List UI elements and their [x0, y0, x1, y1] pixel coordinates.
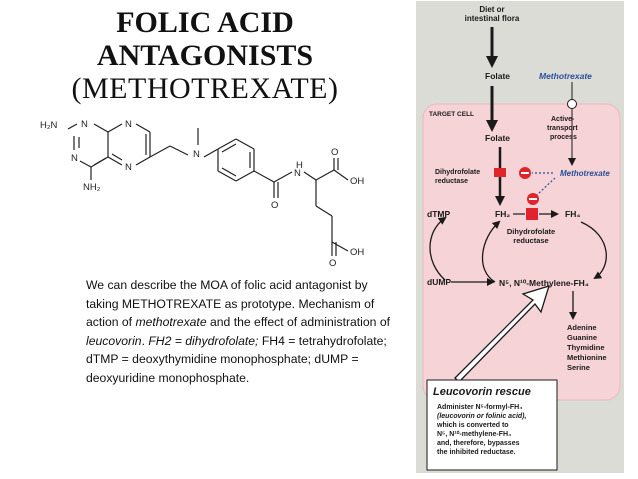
methotrexate-cell-label: Methotrexate [560, 169, 610, 178]
atom-n1: N [81, 119, 88, 130]
dtmp-label: dTMP [427, 209, 450, 219]
atom-h2n: H₂N [40, 120, 58, 131]
desc-part-3: and the effect of administration of [206, 315, 390, 330]
dhfr2-line2: reductase [513, 236, 548, 245]
fh4-to-methylene-arc [580, 221, 607, 280]
transport-carrier-icon [567, 99, 577, 109]
structure-bonds [67, 123, 349, 256]
atom-oh-1: OH [350, 176, 364, 187]
product-thymidine: Thymidine [567, 343, 605, 352]
description-paragraph: We can describe the MOA of folic acid an… [86, 276, 398, 388]
inhibit-dashed-line-2 [536, 177, 556, 196]
atom-oh-2: OH [350, 247, 364, 258]
target-cell-label: TARGET CELL [429, 111, 474, 118]
fh4-label: FH₄ [565, 209, 580, 219]
atom-n3: N [125, 119, 132, 130]
product-serine: Serine [567, 363, 590, 372]
dhfr2-line1: Dihydrofolate [507, 227, 555, 236]
rescue-line-6: the inhibited reductase. [437, 449, 516, 456]
methotrexate-top-label: Methotrexate [539, 71, 592, 81]
atom-nh-n: N [294, 168, 301, 179]
rescue-line-5: and, therefore, bypasses [437, 440, 520, 447]
minus-sign-1 [521, 172, 529, 174]
atom-nh-h: H [296, 160, 303, 171]
dhfr1-line2: reductase [435, 178, 468, 185]
dump-to-dtmp-arc [429, 216, 447, 281]
methotrexate-structure: H₂N N N N N NH₂ N O H N O OH OH O [40, 119, 364, 269]
title-line-1: FOLIC ACID [116, 6, 294, 39]
rescue-line-1: Administer N⁵-formyl-FH₄ [437, 404, 523, 411]
slide-title: FOLIC ACID ANTAGONISTS (METHOTREXATE) [0, 6, 410, 105]
atom-nh2: NH₂ [83, 182, 101, 193]
desc-part-5: . [141, 333, 149, 348]
dhfr1-line1: Dihydrofolate [435, 169, 480, 176]
desc-part-7: FH4 = tetrahydrofolate; dTMP = deoxythym… [86, 333, 387, 385]
methylene-fh4-label: N⁵, N¹⁰-Methylene-FH₄ [499, 278, 589, 288]
rescue-arrow-icon [454, 285, 550, 383]
title-line-3: (METHOTREXATE) [71, 72, 339, 105]
minus-sign-2 [529, 198, 537, 200]
atom-o-amide: O [271, 200, 278, 211]
arrowhead-fh2 [495, 196, 505, 206]
folate-cell-label: Folate [485, 133, 510, 143]
atom-o-acid-1: O [331, 147, 338, 158]
diet-label-line1: Diet or [479, 5, 504, 14]
atom-o-acid-2: O [329, 258, 336, 269]
inhibit-block-1 [494, 168, 506, 177]
rescue-line-3: which is converted to [436, 422, 509, 429]
product-adenine: Adenine [567, 323, 597, 332]
rescue-line-4: N⁵, N¹⁰-methylene-FH₄ [437, 430, 511, 438]
desc-leucovorin: leucovorin [86, 333, 142, 348]
product-methionine: Methionine [567, 353, 607, 362]
arrowhead-folate [486, 120, 498, 132]
desc-methotrexate: methotrexate [135, 315, 207, 330]
fh2-label: FH₂ [495, 209, 510, 219]
active-transport-line1: Active- [551, 116, 575, 123]
atom-n-amine: N [193, 149, 200, 160]
diet-label-line2: intestinal flora [465, 14, 520, 23]
folate-top-label: Folate [485, 71, 510, 81]
mechanism-diagram: Diet or intestinal flora Folate Methotre… [416, 1, 624, 473]
dump-label: dUMP [427, 277, 451, 287]
atom-n2: N [71, 153, 78, 164]
title-line-2: ANTAGONISTS [96, 39, 314, 72]
desc-fh2: FH2 = dihydrofolate; [148, 333, 259, 348]
active-transport-line2: transport [547, 125, 578, 132]
rescue-title: Leucovorin rescue [433, 386, 531, 398]
inhibit-block-2 [526, 208, 538, 220]
rescue-line-2: (leucovorin or folinic acid), [437, 413, 527, 420]
active-transport-line3: process [550, 134, 577, 141]
leucovorin-rescue-box [426, 379, 558, 471]
product-guanine: Guanine [567, 333, 597, 342]
atom-n4: N [125, 162, 132, 173]
arrowhead-diet [486, 56, 498, 68]
desc-part-1: We can describe the MOA of folic acid an… [86, 278, 375, 330]
